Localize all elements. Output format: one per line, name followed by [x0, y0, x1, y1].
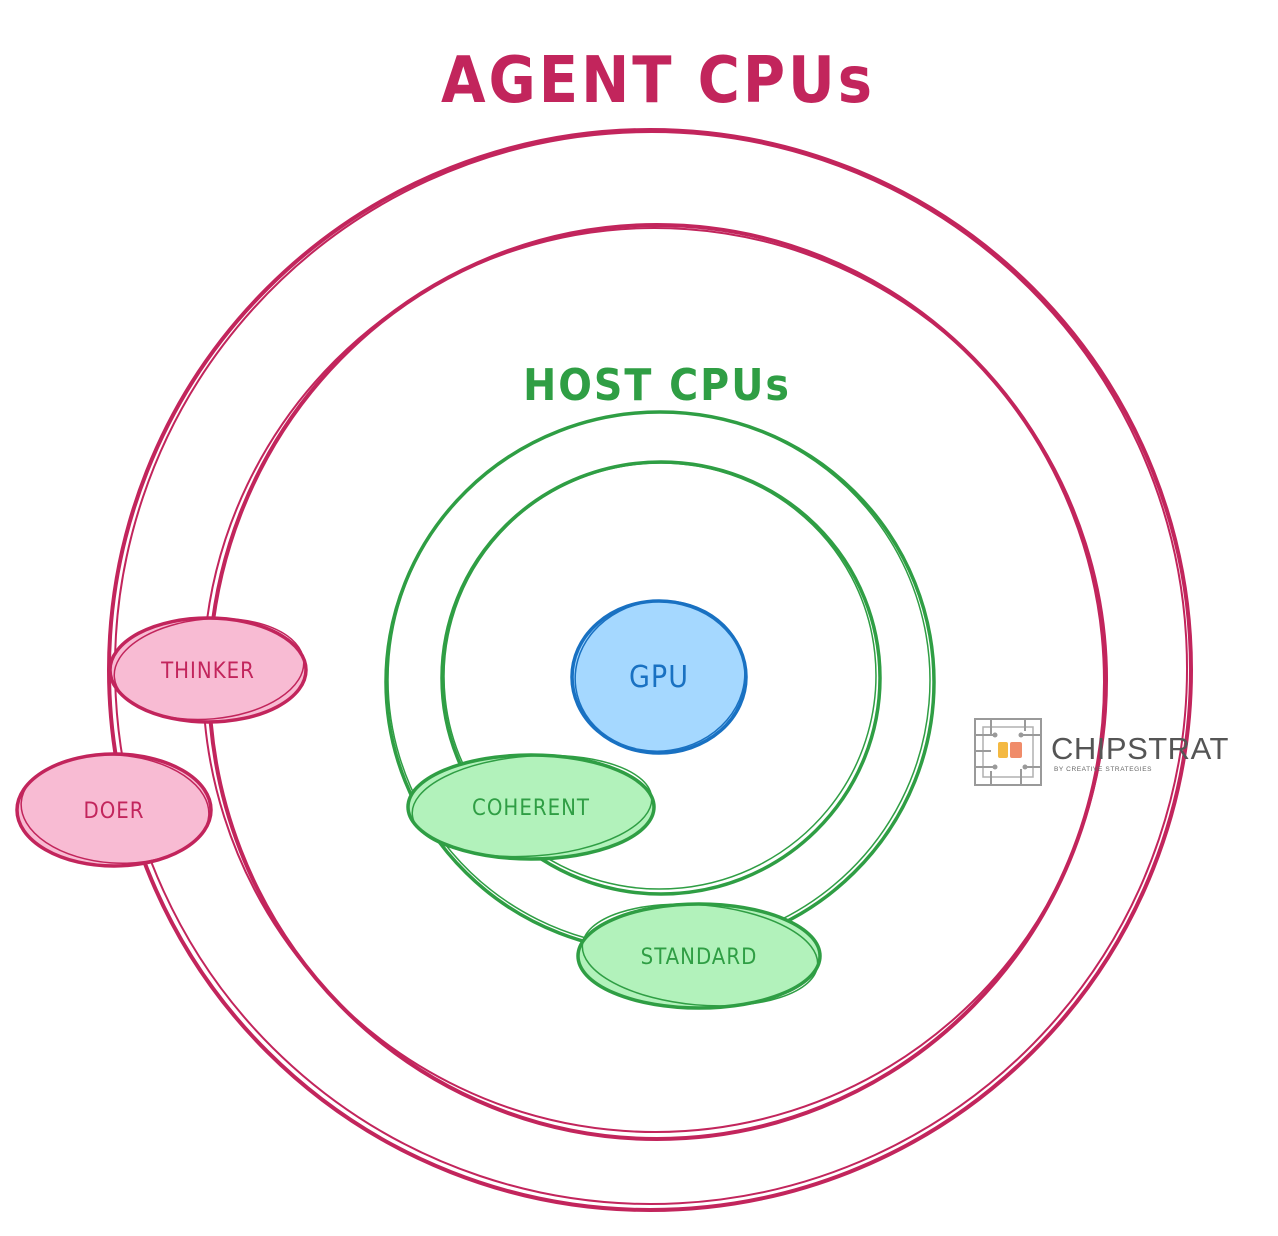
agent-node-thinker-label: THINKER	[160, 659, 255, 684]
circuit-chip-icon	[974, 718, 1042, 786]
gpu-label: GPU	[629, 660, 689, 695]
logo-tagline: BY CREATIVE STRATEGIES	[1054, 766, 1152, 773]
agent-node-thinker: THINKER	[108, 616, 308, 724]
gpu-node: GPU	[570, 599, 748, 755]
agent-node-doer-label: DOER	[83, 799, 144, 824]
agent-node-doer: DOER	[15, 752, 213, 868]
host-node-coherent: COHERENT	[406, 753, 656, 861]
host-node-standard-label: STANDARD	[641, 945, 758, 970]
diagram-title: AGENT CPUs	[441, 44, 875, 118]
logo-name: CHIPSTRAT	[1051, 731, 1229, 766]
host-node-standard: STANDARD	[576, 902, 822, 1010]
chipstrat-logo: CHIPSTRAT BY CREATIVE STRATEGIES	[974, 718, 1229, 786]
agent-outer-ring	[107, 128, 1193, 1212]
host-cpus-title: HOST CPUs	[523, 360, 791, 411]
host-node-coherent-label: COHERENT	[472, 796, 590, 821]
